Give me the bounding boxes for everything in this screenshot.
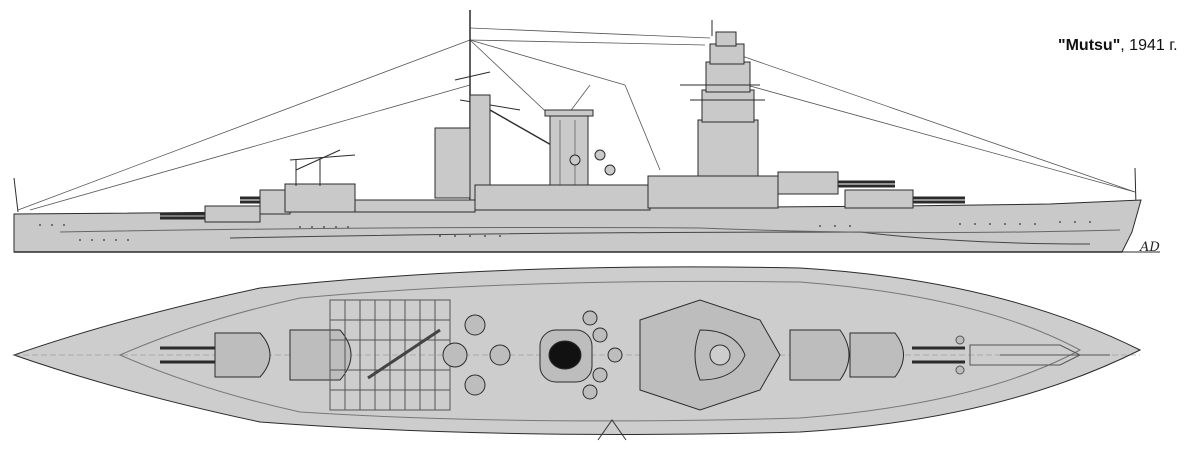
aft-crane (289, 149, 356, 186)
ship-name: "Mutsu" (1058, 37, 1121, 54)
caption-year: 1941 г. (1129, 37, 1178, 54)
main-mast (434, 10, 561, 201)
plan-stand-mark (597, 419, 627, 441)
plan-funnel (539, 329, 593, 383)
belt-line (59, 227, 1121, 234)
bow-staff (1134, 167, 1137, 207)
side-profile (13, 10, 1160, 253)
bulge-line (229, 231, 1091, 245)
plan-turret-a (849, 332, 965, 378)
drawing-caption: "Mutsu", 1941 г. (1058, 37, 1178, 55)
portholes (39, 221, 1091, 241)
midship-deckhouse (354, 199, 476, 213)
caption-separator: , (1120, 37, 1130, 54)
plan-forecastle (955, 335, 1110, 375)
midship-superstructure (474, 184, 651, 211)
artist-signature: AD (1140, 240, 1160, 255)
stern-staff (13, 177, 19, 213)
plan-turret-b (789, 329, 850, 381)
plan-turret-y (160, 332, 271, 378)
turret-b (777, 171, 895, 195)
plan-mast-base (442, 314, 511, 396)
turret-y (160, 205, 261, 223)
turret-x (240, 183, 356, 215)
plan-deck-edge (118, 280, 1082, 422)
plan-view (12, 266, 1142, 441)
searchlights (569, 149, 616, 176)
plan-bridge (639, 299, 781, 411)
turret-a (844, 189, 965, 209)
plan-boats (582, 310, 623, 400)
plan-turret-x (289, 329, 352, 381)
pagoda-tower (647, 20, 779, 209)
